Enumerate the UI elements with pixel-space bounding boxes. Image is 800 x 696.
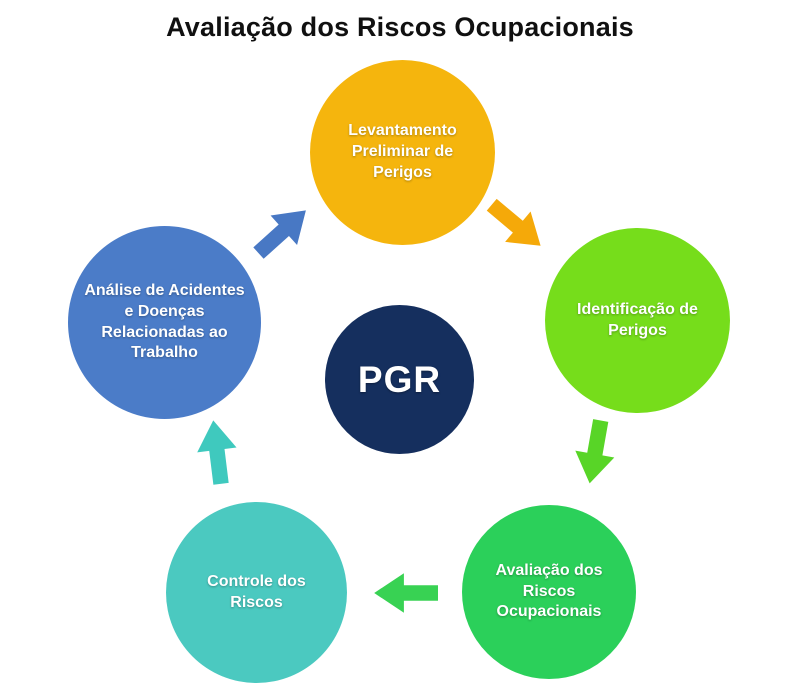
arrow-shape [575,419,615,484]
step-levantamento-preliminar-label: Levantamento Preliminar de Perigos [348,122,457,181]
center-pgr-circle: PGR [325,305,474,454]
arrow-down-icon [575,419,615,484]
arrow-left-icon [374,573,438,613]
step-avaliacao-riscos-circle: Avaliação dos Riscos Ocupacionais [462,505,636,679]
step-avaliacao-riscos-label: Avaliação dos Riscos Ocupacionais [495,561,603,621]
center-pgr-label: PGR [357,358,442,400]
step-analise-acidentes-circle: Análise de Acidentes e Doenças Relaciona… [68,226,261,419]
step-identificacao-perigos-label: Identificação de Perigos [577,300,698,339]
arrow-down-right-icon [486,198,541,246]
arrow-up-right-icon [253,210,306,259]
step-controle-riscos-label: Controle dos Riscos [207,572,306,611]
step-controle-riscos-circle: Controle dos Riscos [166,502,347,683]
arrow-shape [253,210,306,259]
arrow-up-icon [197,420,237,485]
arrow-shape [197,420,237,485]
step-levantamento-preliminar-circle: Levantamento Preliminar de Perigos [310,60,495,245]
step-analise-acidentes-label: Análise de Acidentes e Doenças Relaciona… [84,281,245,362]
arrow-shape [374,573,438,613]
step-identificacao-perigos-circle: Identificação de Perigos [545,228,730,413]
arrow-shape [486,198,541,246]
diagram-title: Avaliação dos Riscos Ocupacionais [166,12,634,42]
